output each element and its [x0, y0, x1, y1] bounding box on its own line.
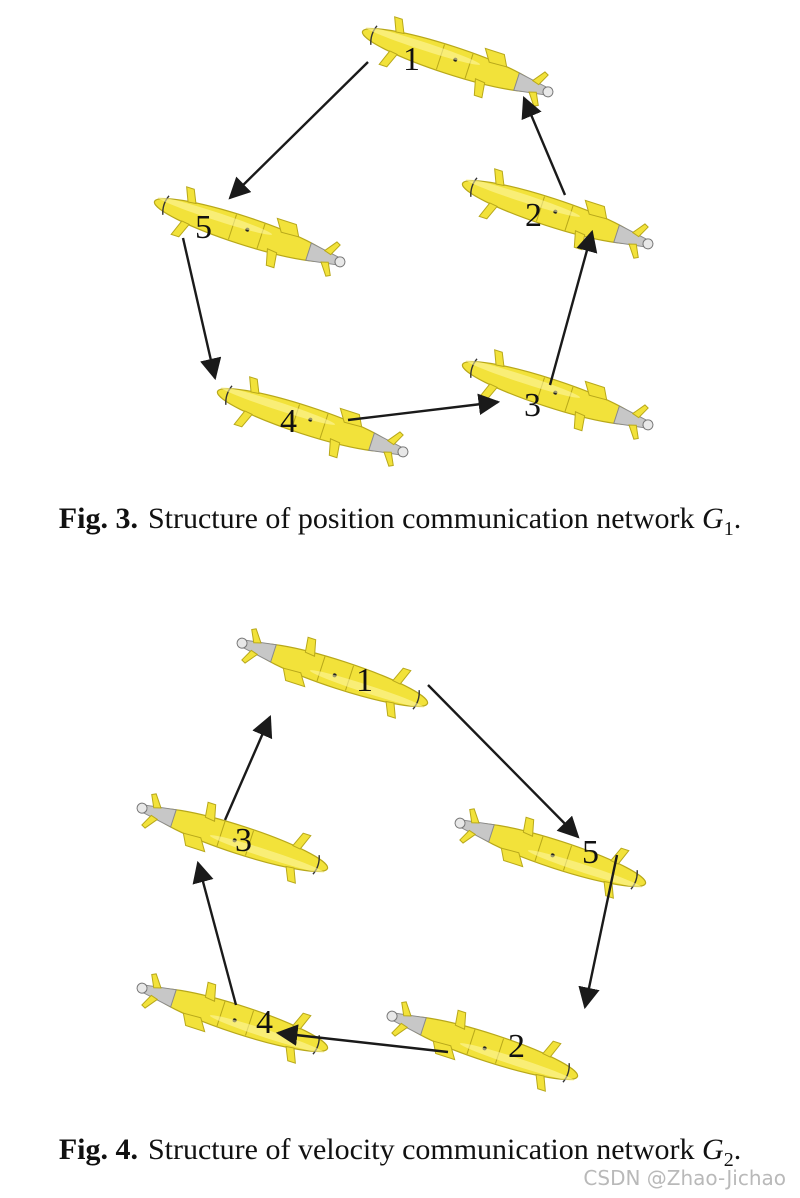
figure-3-period: . [733, 502, 742, 535]
node-label-3: 3 [235, 822, 252, 859]
vehicle-3 [129, 781, 337, 892]
vehicle-1 [353, 8, 561, 119]
edge-3-to-2 [548, 229, 598, 386]
vehicle-2 [379, 989, 587, 1100]
figure-4-diagram: 1 5 3 4 2 [129, 616, 655, 1100]
node-label-5: 5 [195, 209, 212, 246]
node-label-1: 1 [356, 662, 373, 699]
figure-4-caption-text: Structure of velocity communication netw… [147, 1133, 695, 1166]
edge-4-to-3 [347, 393, 501, 422]
vehicle-1 [229, 616, 437, 727]
node-label-5: 5 [582, 834, 599, 871]
vehicle-4 [129, 961, 337, 1072]
vehicle-4 [208, 368, 416, 479]
vehicle-5 [447, 796, 655, 907]
edge-5-to-2 [578, 854, 619, 1010]
figure-3-diagram: 1 2 3 4 5 [145, 8, 661, 479]
edge-3-to-1 [223, 715, 273, 821]
node-label-4: 4 [280, 403, 297, 440]
figure-3-caption: Fig. 3. Structure of position communicati… [0, 502, 800, 541]
node-label-4: 4 [256, 1004, 273, 1041]
edges [192, 684, 619, 1054]
watermark: CSDN @Zhao-Jichao [583, 1166, 786, 1190]
edge-4-to-3 [192, 860, 238, 1006]
figure-4-period: . [733, 1133, 742, 1166]
edge-2-to-4 [275, 1024, 449, 1054]
edges [181, 61, 598, 422]
edge-5-to-4 [181, 237, 222, 381]
node-label-1: 1 [403, 41, 420, 78]
node-label-2: 2 [508, 1028, 525, 1065]
node-label-3: 3 [524, 387, 541, 424]
figure-4-symbol: G [702, 1133, 724, 1166]
figure-3-symbol: G [702, 502, 724, 535]
figure-3-subscript: 1 [723, 518, 734, 540]
figure-3-caption-text: Structure of position communication netw… [147, 502, 695, 535]
node-label-2: 2 [525, 197, 542, 234]
edge-1-to-5 [427, 684, 580, 839]
figure-4-label: Fig. 4. [58, 1133, 138, 1166]
edge-2-to-1 [521, 96, 567, 196]
figure-4-caption: Fig. 4. Structure of velocity communicati… [0, 1133, 800, 1172]
figure-4-subscript: 2 [723, 1149, 734, 1171]
figure-3-label: Fig. 3. [58, 502, 138, 535]
edge-1-to-5 [228, 61, 369, 200]
vehicle-5 [145, 178, 353, 289]
